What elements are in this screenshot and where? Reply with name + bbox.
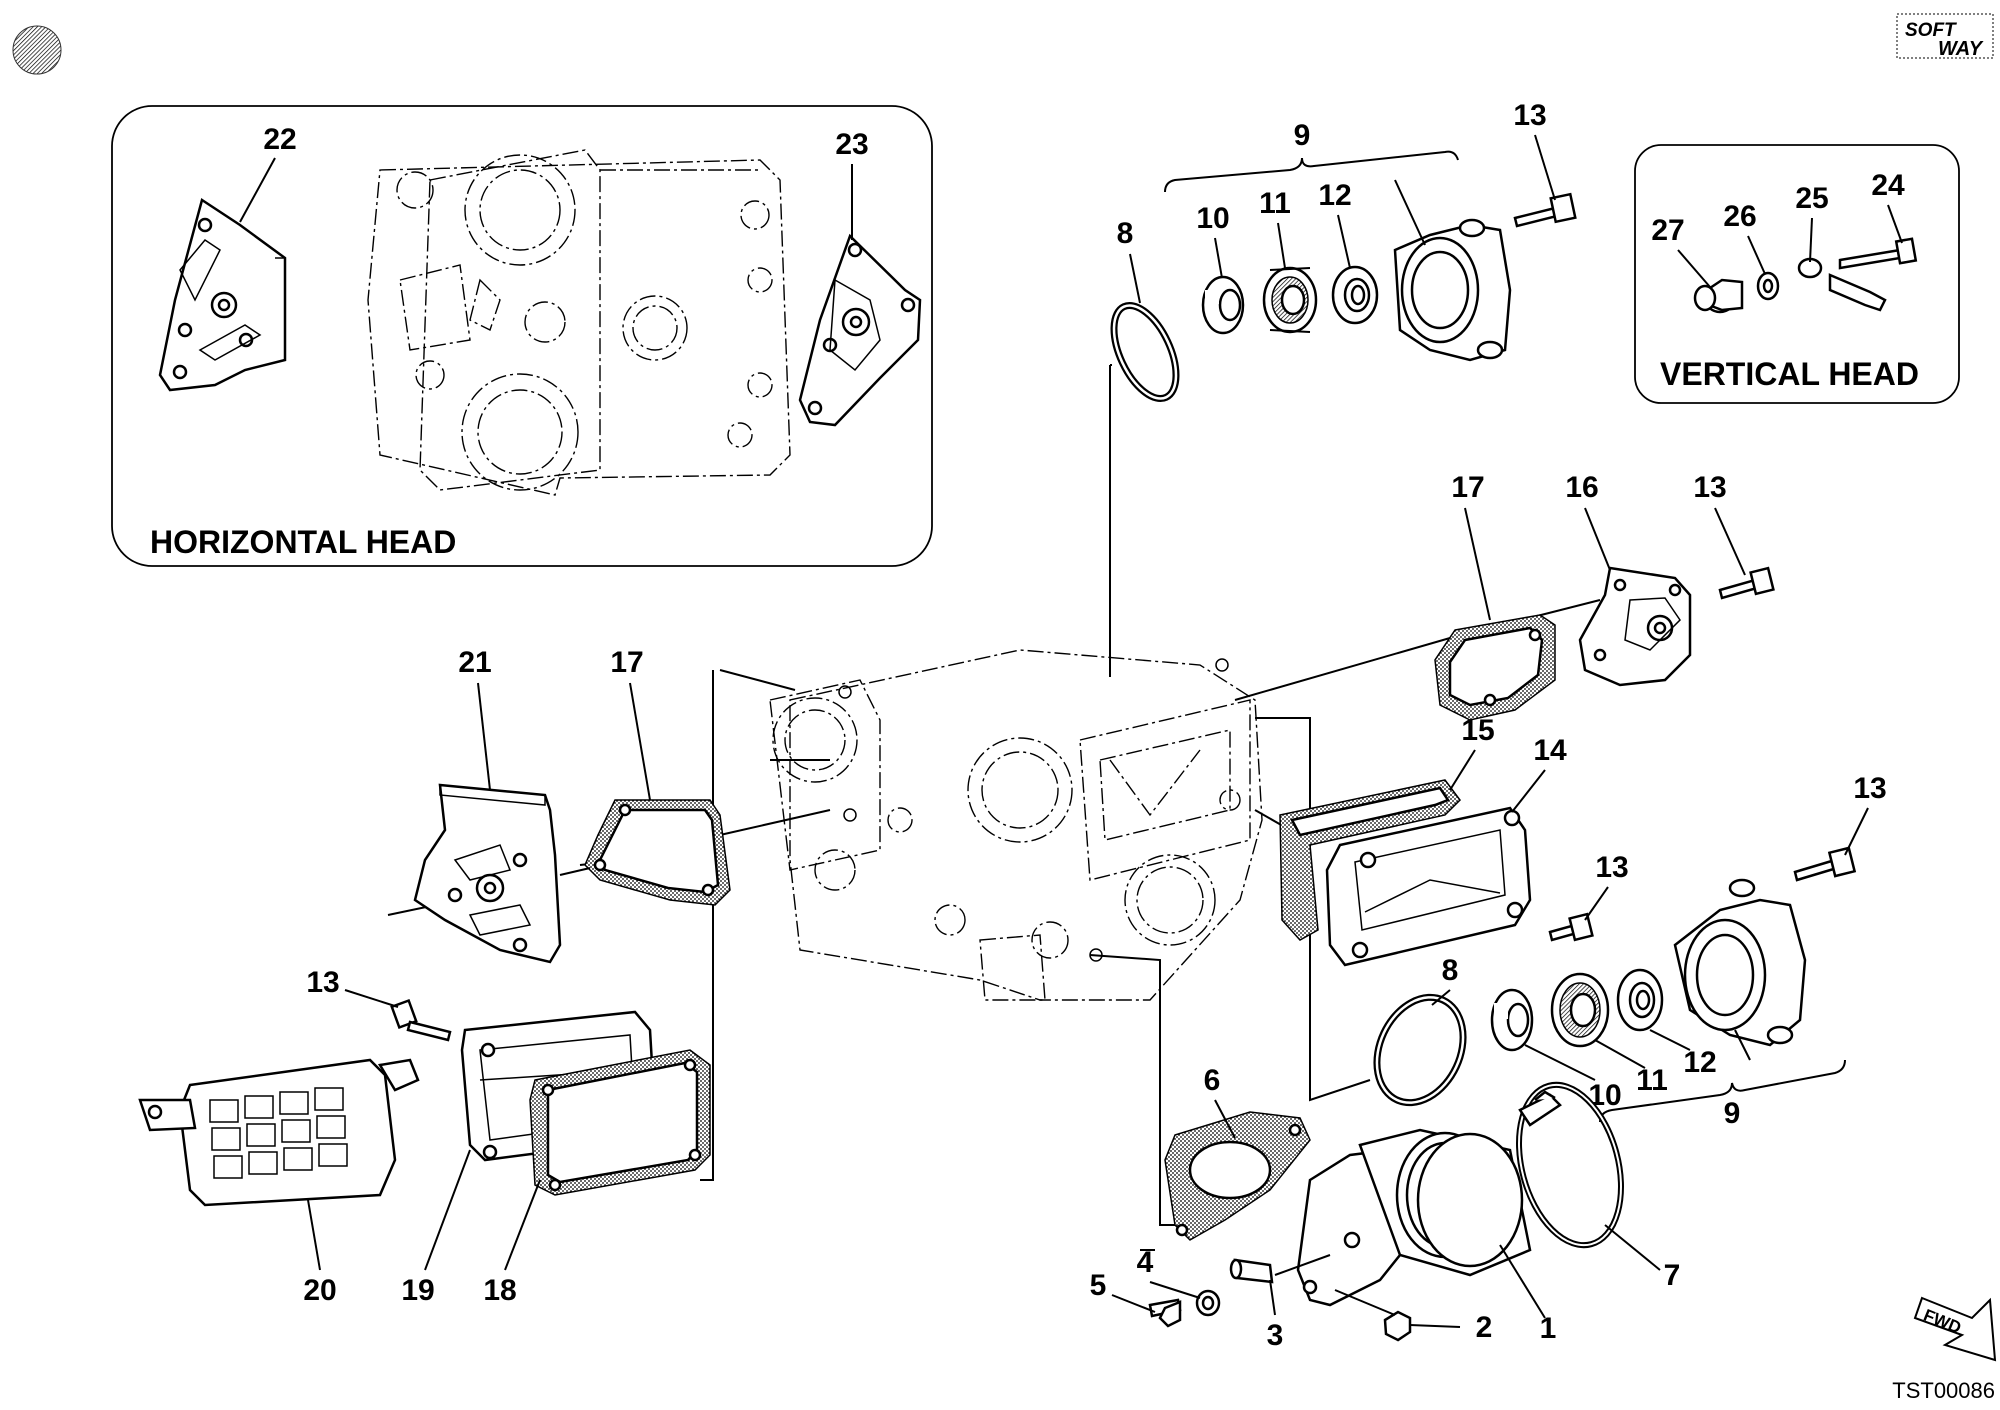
callout-4: 4 — [1137, 1246, 1154, 1279]
part-13-screw-right-a — [1793, 846, 1857, 882]
part-8-circlip-top — [1110, 301, 1180, 403]
part-13-screw-right-b — [1548, 912, 1594, 942]
callout-17-right: 17 — [1451, 471, 1484, 504]
part-18-gasket — [529, 1049, 711, 1196]
part-7-hose-clamp — [1516, 1081, 1624, 1249]
bearing-group-right — [1373, 846, 1857, 1107]
part-16-plate — [1578, 566, 1692, 687]
callout-13-right-b: 13 — [1595, 851, 1628, 884]
part-10-snap-ring-right — [1490, 988, 1534, 1052]
part-1-manifold — [1296, 1128, 1532, 1307]
bracket-9-top — [1164, 150, 1459, 193]
callout-19: 19 — [401, 1274, 434, 1307]
callout-27: 27 — [1651, 214, 1684, 247]
callout-17-left: 17 — [610, 646, 643, 679]
part-10-snap-ring-top — [1201, 275, 1245, 335]
bearing-group-top — [1110, 192, 1577, 403]
callout-21: 21 — [458, 646, 491, 679]
bracket-9-right — [1599, 1059, 1846, 1123]
callout-8-right: 8 — [1442, 954, 1459, 987]
callout-13-left: 13 — [306, 966, 339, 999]
callout-26: 26 — [1723, 200, 1756, 233]
part-15-gasket — [1279, 779, 1461, 941]
part-4-washer — [1195, 1289, 1221, 1317]
softway-logo: SOFT WAY — [1896, 13, 1994, 60]
callout-10-top: 10 — [1196, 202, 1229, 235]
fwd-arrow-icon: FWD — [1913, 1296, 1997, 1362]
part-6-flange-gasket — [1164, 1111, 1311, 1241]
part-21-cover-plate — [413, 783, 562, 964]
horizontal-head-inset: HORIZONTAL HEAD — [111, 105, 933, 567]
callout-12-right: 12 — [1683, 1046, 1716, 1079]
part-12-ring-right — [1616, 968, 1664, 1032]
callout-16: 16 — [1565, 471, 1598, 504]
callout-14: 14 — [1533, 734, 1567, 767]
part-12-ring-top — [1331, 265, 1379, 325]
part-24-screw — [1838, 237, 1918, 270]
drawing-code: TST00086 — [1892, 1378, 1995, 1403]
callout-15: 15 — [1461, 714, 1494, 747]
bearing-housing-top — [1393, 218, 1512, 362]
cylinder-head-body — [769, 649, 1263, 1001]
callout-18: 18 — [483, 1274, 516, 1307]
part-5-bolt — [1148, 1298, 1182, 1328]
bearing-housing-right — [1673, 878, 1807, 1047]
horizontal-head-title: HORIZONTAL HEAD — [150, 524, 456, 560]
part-13-screw-top — [1513, 192, 1577, 228]
callout-7: 7 — [1664, 1259, 1681, 1292]
callout-6: 6 — [1204, 1064, 1221, 1097]
callout-13-top: 13 — [1513, 99, 1546, 132]
callout-20: 20 — [303, 1274, 336, 1307]
part-20-reed-cage — [138, 1058, 420, 1207]
part-22-cover-plate — [158, 198, 287, 392]
callout-2: 2 — [1476, 1311, 1493, 1344]
part-3-stud — [1229, 1258, 1274, 1284]
part-13-screw-upper-right — [1718, 566, 1775, 600]
callout-1: 1 — [1540, 1312, 1557, 1345]
part-17-gasket-left — [584, 799, 731, 906]
horizontal-head-outline — [367, 149, 791, 496]
brand-disc-icon — [12, 25, 62, 75]
svg-text:SOFT: SOFT — [1905, 20, 1957, 41]
callout-13-right-a: 13 — [1853, 772, 1886, 805]
callout-9-top: 9 — [1294, 119, 1311, 152]
callout-25: 25 — [1795, 182, 1828, 215]
callout-11-top: 11 — [1259, 187, 1291, 220]
callout-24: 24 — [1871, 169, 1905, 202]
callout-23: 23 — [835, 128, 868, 161]
part-2-nut — [1383, 1310, 1412, 1342]
fwd-label: FWD — [1921, 1305, 1964, 1337]
callout-5: 5 — [1090, 1269, 1107, 1302]
callout-13-upper-right: 13 — [1693, 471, 1726, 504]
callout-22: 22 — [263, 123, 296, 156]
callout-8-top: 8 — [1117, 217, 1134, 250]
part-25-clip — [1797, 257, 1887, 312]
callout-12-top: 12 — [1318, 179, 1351, 212]
part-11-needle-bearing-right — [1550, 972, 1610, 1048]
part-27-spacer — [1693, 278, 1744, 314]
vertical-head-title: VERTICAL HEAD — [1660, 356, 1919, 392]
part-8-circlip-right — [1373, 993, 1467, 1107]
part-11-needle-bearing-top — [1262, 266, 1318, 334]
part-26-washer — [1756, 271, 1780, 301]
part-13-screw-left — [390, 998, 452, 1042]
vertical-head-inset: VERTICAL HEAD 27 26 25 24 — [1634, 144, 1960, 404]
callout-11-right: 11 — [1636, 1064, 1668, 1097]
part-23-cover-plate — [798, 233, 922, 427]
part-14-cover — [1325, 806, 1532, 967]
part-17-gasket-right — [1434, 614, 1556, 721]
callout-3: 3 — [1267, 1319, 1284, 1352]
svg-text:WAY: WAY — [1938, 38, 1984, 60]
callout-9-right: 9 — [1724, 1097, 1741, 1130]
